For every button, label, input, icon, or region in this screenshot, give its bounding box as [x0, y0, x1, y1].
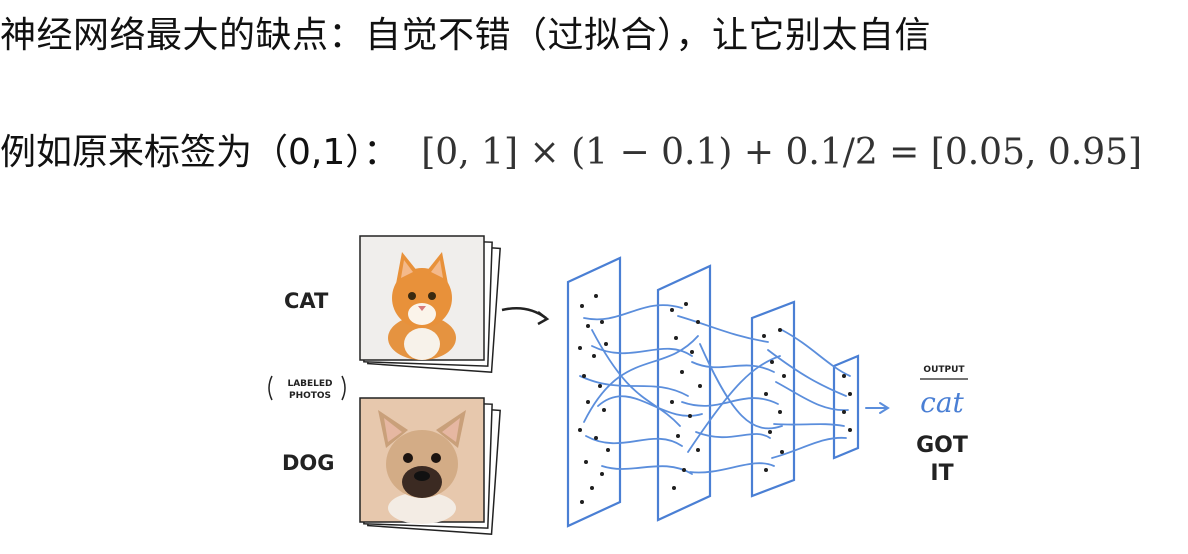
cat-photo-stack — [359, 235, 501, 373]
labeled-label: LABELED — [287, 379, 332, 389]
dog-photo-stack — [359, 397, 501, 535]
output-value: cat — [920, 386, 964, 419]
left-paren — [268, 375, 273, 401]
cat-label: CAT — [284, 289, 329, 313]
network-layers — [566, 256, 860, 528]
layer-2 — [656, 264, 712, 522]
example-line: 例如原来标签为（0,1）： [0, 1] × (1 − 0.1) + 0.1/2… — [0, 128, 1142, 178]
right-paren — [341, 375, 346, 401]
network-nodes — [578, 294, 852, 504]
layer-1 — [566, 256, 622, 528]
network-illustration: CAT LABELED PHOTOS DOG — [262, 226, 982, 552]
page-heading: 神经网络最大的缺点：自觉不错（过拟合），让它别太自信 — [0, 15, 932, 56]
output-label: OUTPUT — [923, 365, 965, 375]
example-label: 例如原来标签为（0,1）： — [0, 132, 400, 173]
label-smoothing-formula: [0, 1] × (1 − 0.1) + 0.1/2 = [0.05, 0.95… — [421, 132, 1143, 173]
photos-label: PHOTOS — [289, 391, 331, 401]
it-label: IT — [930, 461, 953, 486]
network-connections — [579, 304, 890, 475]
cat-photo-icon — [388, 252, 456, 360]
dog-photo-icon — [378, 410, 466, 524]
layer-3 — [750, 300, 796, 498]
input-arrowhead — [537, 311, 550, 326]
layer-4 — [832, 354, 860, 460]
dog-label: DOG — [282, 451, 335, 475]
network-illustration-svg: CAT LABELED PHOTOS DOG — [268, 235, 968, 535]
got-label: GOT — [916, 433, 968, 458]
